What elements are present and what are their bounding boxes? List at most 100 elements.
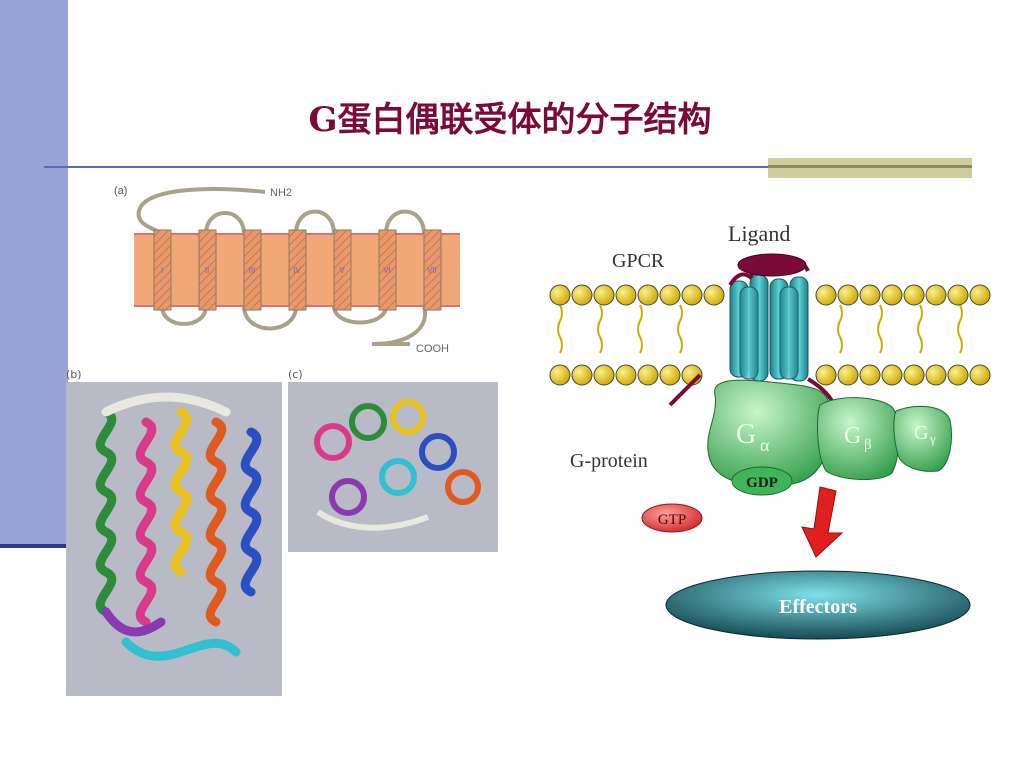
helix-ring: [390, 399, 426, 435]
lipid-head: [593, 284, 615, 306]
lipid-tails: [557, 304, 963, 354]
left-sidebar-decoration: [0, 0, 68, 548]
helix-label: VI: [383, 266, 391, 275]
intracellular-loop: [332, 305, 388, 325]
title-divider: [44, 166, 970, 168]
lipid-tail: [677, 304, 683, 354]
gtp-label: GTP: [658, 512, 686, 528]
lipid-head: [549, 364, 571, 386]
slide-title: G蛋白偶联受体的分子结构: [308, 100, 712, 140]
helix-label: V: [339, 266, 345, 275]
lipid-tail: [557, 304, 563, 354]
helix-label: II: [205, 266, 209, 275]
lipid-head: [637, 364, 659, 386]
helix-bar: [423, 229, 442, 311]
gpcr-label: GPCR: [612, 250, 665, 272]
extracellular-loop: [204, 211, 246, 235]
helix-ring: [349, 403, 387, 441]
g-gamma-letter: G: [914, 422, 928, 444]
lipid-head: [947, 364, 969, 386]
lipid-head: [859, 364, 881, 386]
n-terminal-loop: [136, 187, 266, 236]
gdp-label: GDP: [746, 475, 778, 491]
receptor-helix: [779, 286, 799, 380]
extracellular-loop: [294, 209, 336, 235]
panel-b-label: (b): [66, 368, 82, 381]
n-terminus-label: NH2: [270, 187, 292, 199]
helix-bar: [333, 229, 352, 311]
helix-label: IV: [293, 266, 301, 275]
loop-ribbon: [101, 392, 231, 417]
loop-ribbon: [316, 509, 430, 531]
helix-ring: [379, 458, 417, 496]
sidebar-bottom-edge: [0, 544, 68, 548]
helix-ring: [329, 478, 367, 516]
ligand-label: Ligand: [728, 221, 790, 246]
loop-ribbon: [121, 637, 241, 661]
lipid-head: [815, 364, 837, 386]
g-gamma-symbol: γ: [929, 431, 936, 446]
lipid-tail: [877, 304, 883, 354]
lipid-head: [593, 364, 615, 386]
lipid-head: [925, 364, 947, 386]
lipid-head: [681, 284, 703, 306]
activation-arrow: [801, 486, 844, 558]
panel-c-ribbon-figure: (c): [284, 368, 500, 554]
g-beta-symbol: β: [864, 437, 872, 453]
helix-bar: [243, 229, 262, 311]
g-alpha-symbol: α: [760, 435, 770, 455]
helix-ring: [445, 469, 481, 505]
helix-label: VII: [427, 266, 437, 275]
lipid-tail: [957, 304, 963, 354]
lipid-head: [925, 284, 947, 306]
c-terminus-label: COOH: [416, 343, 449, 355]
helix-bar: [153, 229, 172, 311]
helix-ring: [419, 433, 457, 471]
g-beta-letter: G: [844, 423, 861, 449]
g-alpha-subunit: [707, 379, 831, 486]
lipid-head: [703, 284, 725, 306]
helix-bar: [378, 229, 397, 311]
panel-b-ribbon-figure: (b): [62, 368, 284, 698]
receptor-helix: [739, 286, 759, 380]
helix-bar: [288, 229, 307, 311]
intracellular-loop: [242, 305, 298, 331]
ribbon-top-view: [288, 382, 498, 552]
lipid-head: [659, 364, 681, 386]
lipid-head: [837, 284, 859, 306]
lipid-head: [549, 284, 571, 306]
extracellular-loop: [384, 209, 426, 235]
helix-ribbon: [170, 407, 192, 577]
lipid-head: [571, 284, 593, 306]
lipid-tail: [837, 304, 843, 354]
lipid-head: [881, 284, 903, 306]
lipid-head: [881, 364, 903, 386]
helix-label: III: [249, 266, 256, 275]
ligand-shape: [737, 253, 807, 277]
loop-ribbon: [101, 607, 166, 637]
lipid-head: [815, 284, 837, 306]
ribbon-side-view: [66, 382, 282, 696]
c-terminal-tail: [371, 305, 428, 346]
lipid-head: [969, 284, 991, 306]
membrane-top-heads: [549, 284, 991, 306]
helix-ribbon: [240, 427, 262, 597]
lipid-tail: [637, 304, 643, 354]
lipid-head: [659, 284, 681, 306]
g-beta-subunit: [817, 397, 900, 481]
panel-a-label: (a): [114, 185, 127, 197]
lipid-head: [947, 284, 969, 306]
lipid-head: [903, 284, 925, 306]
lipid-tail: [597, 304, 603, 354]
lipid-head: [571, 364, 593, 386]
lipid-head: [859, 284, 881, 306]
lipid-head: [615, 284, 637, 306]
panel-c-label: (c): [288, 368, 303, 381]
gtp-shape: [641, 503, 703, 533]
helix-group: I II III IV V VI VII: [153, 229, 442, 311]
lipid-head: [903, 364, 925, 386]
helix-bar: [198, 229, 217, 311]
membrane-bottom-heads: [549, 364, 991, 386]
gdp-shape: [731, 466, 793, 496]
helix-label: I: [161, 266, 163, 275]
